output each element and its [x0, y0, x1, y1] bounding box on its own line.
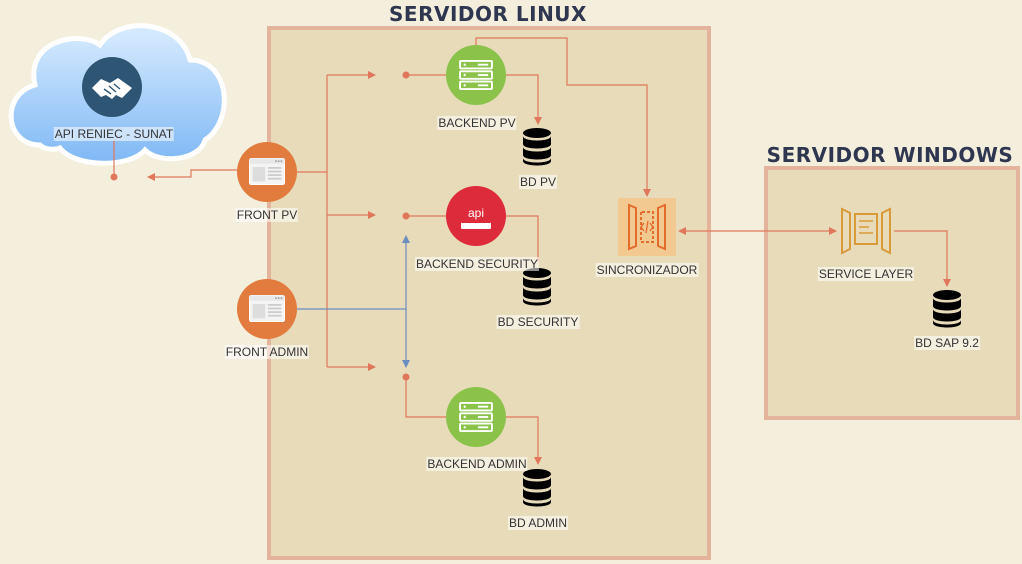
sincronizador-label: SINCRONIZADOR: [595, 263, 699, 277]
service-layer-label: SERVICE LAYER: [817, 267, 915, 281]
api-icon-text: api: [468, 206, 484, 220]
front-pv-label: FRONT PV: [235, 208, 299, 222]
servidor-linux-box: [267, 26, 711, 560]
bd-sap-label: BD SAP 9.2: [914, 336, 980, 350]
backend-security-node[interactable]: api: [446, 186, 506, 246]
handshake-icon: [82, 57, 142, 117]
bd-security-label: BD SECURITY: [496, 315, 580, 329]
front-admin-node[interactable]: [237, 279, 297, 339]
backend-pv-node[interactable]: [446, 45, 506, 105]
service-layer-icon: [841, 207, 891, 255]
junction-dots: [110, 71, 410, 381]
servidor-windows-title: SERVIDOR WINDOWS: [766, 143, 1014, 167]
code-gateway-icon: [628, 203, 666, 251]
servidor-linux-title: SERVIDOR LINUX: [389, 2, 587, 26]
browser-window-icon: [249, 158, 285, 185]
front-admin-label: FRONT ADMIN: [224, 345, 310, 359]
front-pv-node[interactable]: [237, 142, 297, 202]
browser-window-icon: [249, 295, 285, 322]
service-layer-node[interactable]: [838, 205, 894, 257]
backend-pv-label: BACKEND PV: [437, 116, 517, 130]
connectors: [113, 37, 951, 465]
backend-security-label: BACKEND SECURITY: [414, 257, 540, 271]
bd-pv-label: BD PV: [518, 175, 558, 189]
backend-admin-node[interactable]: [446, 387, 506, 447]
backend-admin-label: BACKEND ADMIN: [426, 457, 528, 471]
bd-admin-label: BD ADMIN: [507, 516, 569, 530]
api-reniec-label: API RENIEC - SUNAT: [53, 127, 175, 141]
sincronizador-node[interactable]: [618, 198, 676, 256]
blue-connectors: [297, 235, 410, 368]
